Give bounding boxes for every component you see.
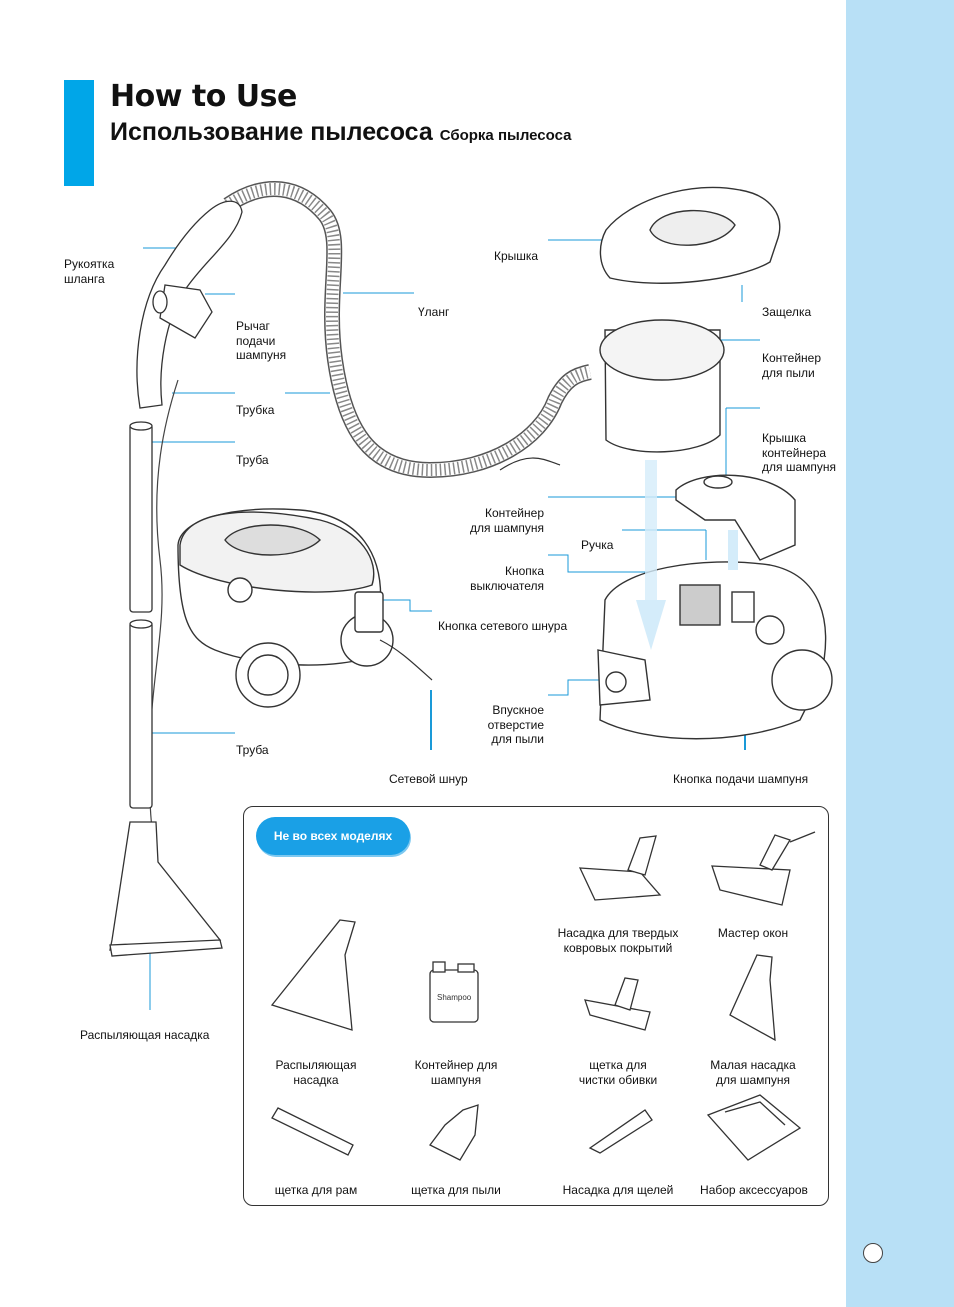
label-shampoo-lever: Рычаг подачи шампуня bbox=[236, 319, 287, 362]
hose-handle-drawing bbox=[136, 200, 243, 409]
page-title-ru-text: Использование пылесоса bbox=[110, 118, 433, 146]
leader-lines bbox=[143, 239, 760, 1010]
floor-carpet-nozzle-icon bbox=[578, 835, 662, 901]
accessory-label-spray-nozzle: Распыляющая насадка bbox=[275, 1058, 357, 1087]
shampoo-container-lid-drawing bbox=[675, 474, 796, 561]
page-subtitle: Сборка пылесоса bbox=[439, 127, 572, 144]
label-shampoo-button: Кнопка подачи шампуня bbox=[673, 772, 809, 786]
dust-container-drawing bbox=[599, 319, 725, 453]
accessories-box bbox=[243, 806, 829, 1206]
label-pipe-upper: Труба bbox=[236, 453, 269, 467]
label-dust-container: Контейнер для пыли bbox=[762, 351, 822, 380]
dust-brush-icon bbox=[429, 1104, 479, 1161]
shampoo-bottle-text: Shampoo bbox=[437, 993, 472, 1002]
accessory-bag-icon bbox=[706, 1094, 802, 1161]
page-sidebar bbox=[846, 0, 954, 1307]
lid-drawing bbox=[599, 186, 781, 284]
label-power-button: Кнопка выключателя bbox=[470, 564, 544, 593]
label-pipe-lower: Труба bbox=[236, 743, 269, 757]
label-cord-button: Кнопка сетевого шнура bbox=[438, 619, 568, 633]
label-shampoo-container: Контейнер для шампуня bbox=[469, 506, 544, 535]
label-lid: Крышка bbox=[494, 249, 539, 263]
label-latch: Защелка bbox=[762, 305, 812, 319]
label-hose: Үланг bbox=[418, 305, 450, 319]
label-handle: Ручка bbox=[581, 538, 614, 552]
accessory-label-upholstery-brush: щетка для чистки обивки bbox=[578, 1058, 658, 1087]
frame-brush-icon bbox=[271, 1107, 354, 1156]
label-shampoo-container-lid: Крышка контейнера для шампуня bbox=[762, 431, 837, 474]
label-hose-handle: Рукоятка шланга bbox=[64, 257, 114, 286]
label-spray-nozzle: Распыляющая насадка bbox=[80, 1028, 210, 1042]
page-title-en: How to Use bbox=[110, 79, 297, 114]
page-title-ru: Использование пылесоса Сборка пылесоса bbox=[110, 118, 571, 147]
accessory-label-frame-brush: щетка для рам bbox=[274, 1183, 358, 1197]
label-hose-handle-text: Рукоятка шланга bbox=[64, 257, 115, 286]
accessory-label-small-shampoo-nozzle: Малая насадка для шампуня bbox=[710, 1058, 796, 1087]
crevice-nozzle-icon bbox=[588, 1109, 653, 1154]
pipes-drawing bbox=[129, 421, 153, 809]
accessory-label-crevice-nozzle: Насадка для щелей bbox=[562, 1183, 674, 1197]
accessory-label-accessory-set: Набор аксессуаров bbox=[700, 1183, 808, 1197]
upholstery-brush-icon bbox=[584, 977, 651, 1031]
label-dust-inlet: Впускное отверстие для пыли bbox=[487, 703, 544, 746]
assembly-arrows bbox=[636, 460, 738, 650]
accessories-badge: Не во всех моделях bbox=[256, 817, 410, 855]
window-cleaner-icon bbox=[711, 831, 816, 906]
vacuum-body-drawing bbox=[177, 508, 394, 708]
label-power-cord: Сетевой шнур bbox=[389, 772, 468, 786]
page-number-circle bbox=[863, 1243, 883, 1263]
shampoo-bottle-icon bbox=[429, 961, 479, 1023]
accessory-label-shampoo-container: Контейнер для шампуня bbox=[414, 1058, 498, 1087]
diagram-illustration bbox=[109, 181, 833, 1010]
title-accent-bar bbox=[64, 80, 94, 186]
accessory-label-dust-brush: щетка для пыли bbox=[411, 1183, 501, 1197]
accessory-label-floor-carpet: Насадка для твердых ковровых покрытий bbox=[557, 926, 679, 955]
spray-nozzle-accessory-icon bbox=[270, 919, 356, 1031]
accessories-illustrations: Shampoo bbox=[270, 831, 816, 1161]
label-tube: Трубка bbox=[236, 403, 275, 417]
spray-nozzle-drawing bbox=[109, 821, 223, 957]
small-shampoo-nozzle-icon bbox=[729, 954, 776, 1042]
accessory-label-window-cleaner: Мастер окон bbox=[717, 926, 789, 940]
